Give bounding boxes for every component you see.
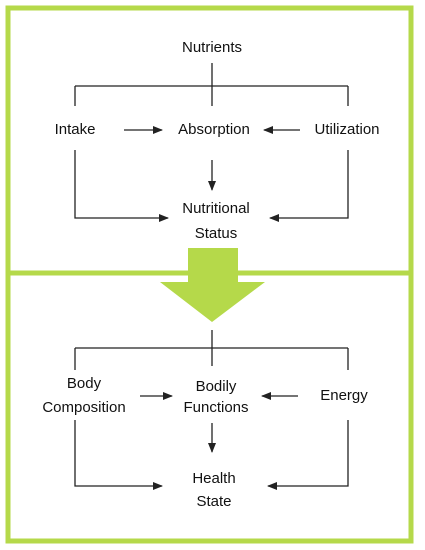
arrow-utilization-status <box>269 150 349 222</box>
node-nutrients: Nutrients <box>181 39 243 56</box>
arrow-body-health <box>74 420 163 490</box>
node-health-state-line2: State <box>196 493 232 510</box>
bottom-connectors <box>74 330 349 490</box>
transition-arrow <box>160 248 265 322</box>
node-body-composition-line1: Body <box>66 375 102 392</box>
node-absorption: Absorption <box>178 121 250 138</box>
node-health-state-line1: Health <box>192 470 236 487</box>
node-body-composition-line2: Composition <box>42 399 126 416</box>
node-energy: Energy <box>320 387 368 404</box>
arrow-intake-status <box>74 150 169 222</box>
node-nutritional-status-line1: Nutritional <box>182 200 250 217</box>
node-bodily-functions-line2: Functions <box>183 399 249 416</box>
top-connectors <box>74 63 349 222</box>
arrow-energy-health <box>267 420 349 490</box>
node-bodily-functions-line1: Bodily <box>195 378 237 395</box>
node-intake: Intake <box>54 121 96 138</box>
node-nutritional-status-line2: Status <box>194 225 238 242</box>
node-utilization: Utilization <box>314 121 380 138</box>
